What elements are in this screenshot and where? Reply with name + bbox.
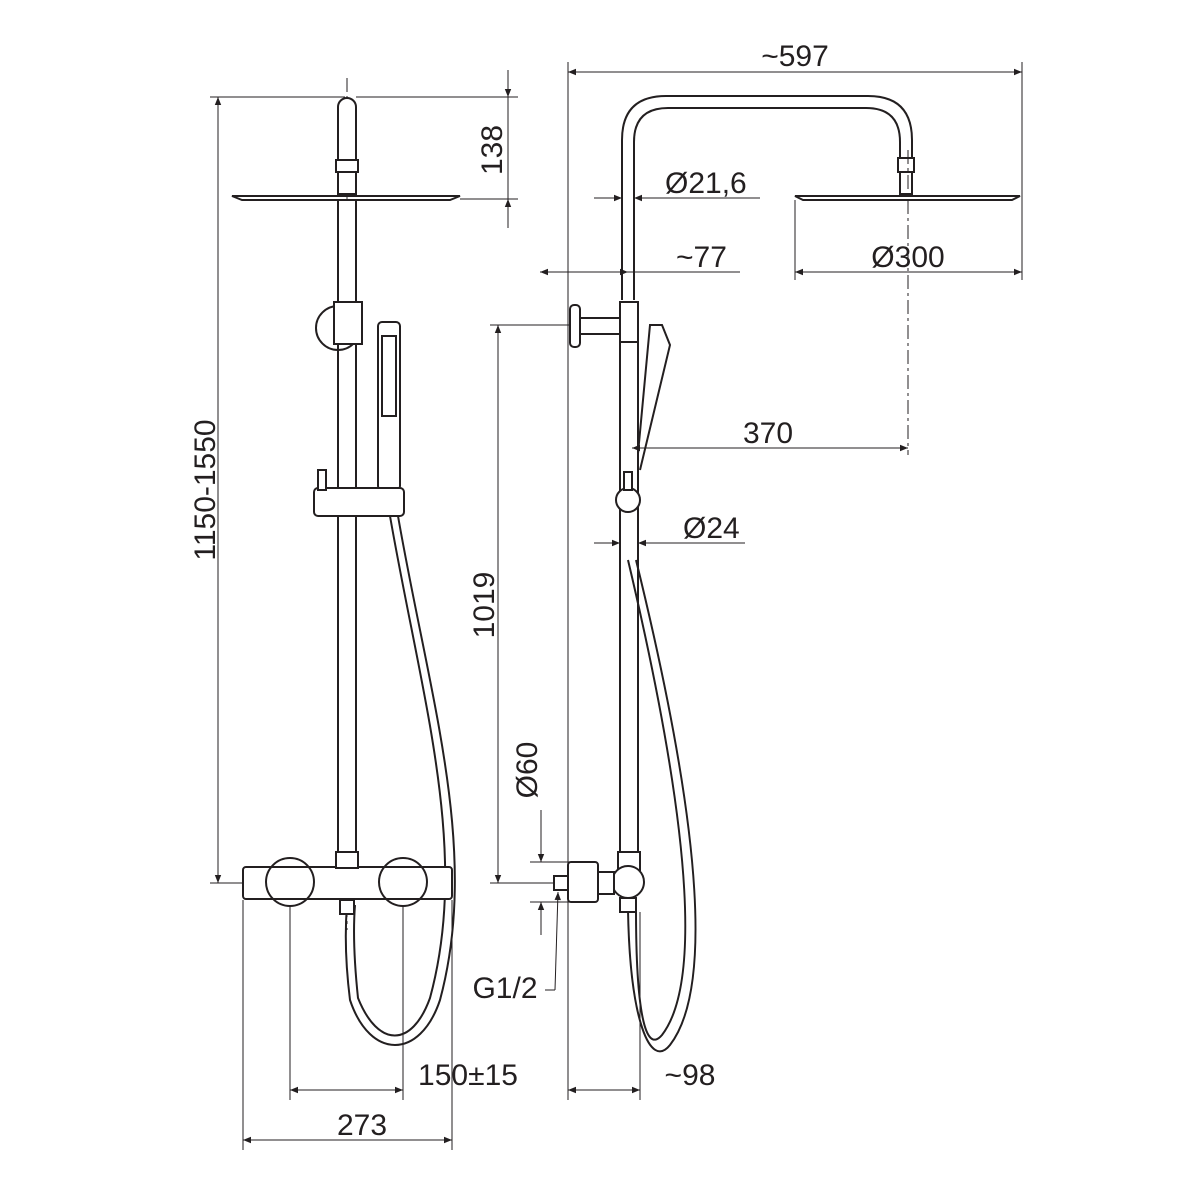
dim-rod-diameter: Ø24 <box>683 512 740 545</box>
dim-wall-offset: ~77 <box>676 241 727 274</box>
dim-total-width: ~597 <box>761 40 829 73</box>
thermostat-mixer <box>242 866 453 900</box>
dim-arm-reach: 370 <box>743 417 793 450</box>
dim-pipe-diameter: Ø21,6 <box>665 167 747 200</box>
dim-mixer-depth: ~98 <box>665 1059 716 1092</box>
dim-height-range: 1150-1550 <box>189 419 222 560</box>
dim-rod-length: 1019 <box>468 572 501 639</box>
dim-inlet-spacing: 150±15 <box>418 1059 518 1092</box>
dim-escutcheon-diameter: Ø60 <box>511 742 544 799</box>
dim-head-diameter: Ø300 <box>871 241 944 274</box>
dim-head-height: 138 <box>476 125 509 175</box>
side-view: ~597 Ø21,6 ~77 Ø300 370 Ø24 Ø60 G1/2 <box>472 40 1023 1100</box>
dim-connection-thread: G1/2 <box>472 972 537 1005</box>
dim-mixer-width: 273 <box>337 1109 387 1142</box>
front-view: 1150-1550 138 1019 273 150±15 <box>189 70 572 1150</box>
